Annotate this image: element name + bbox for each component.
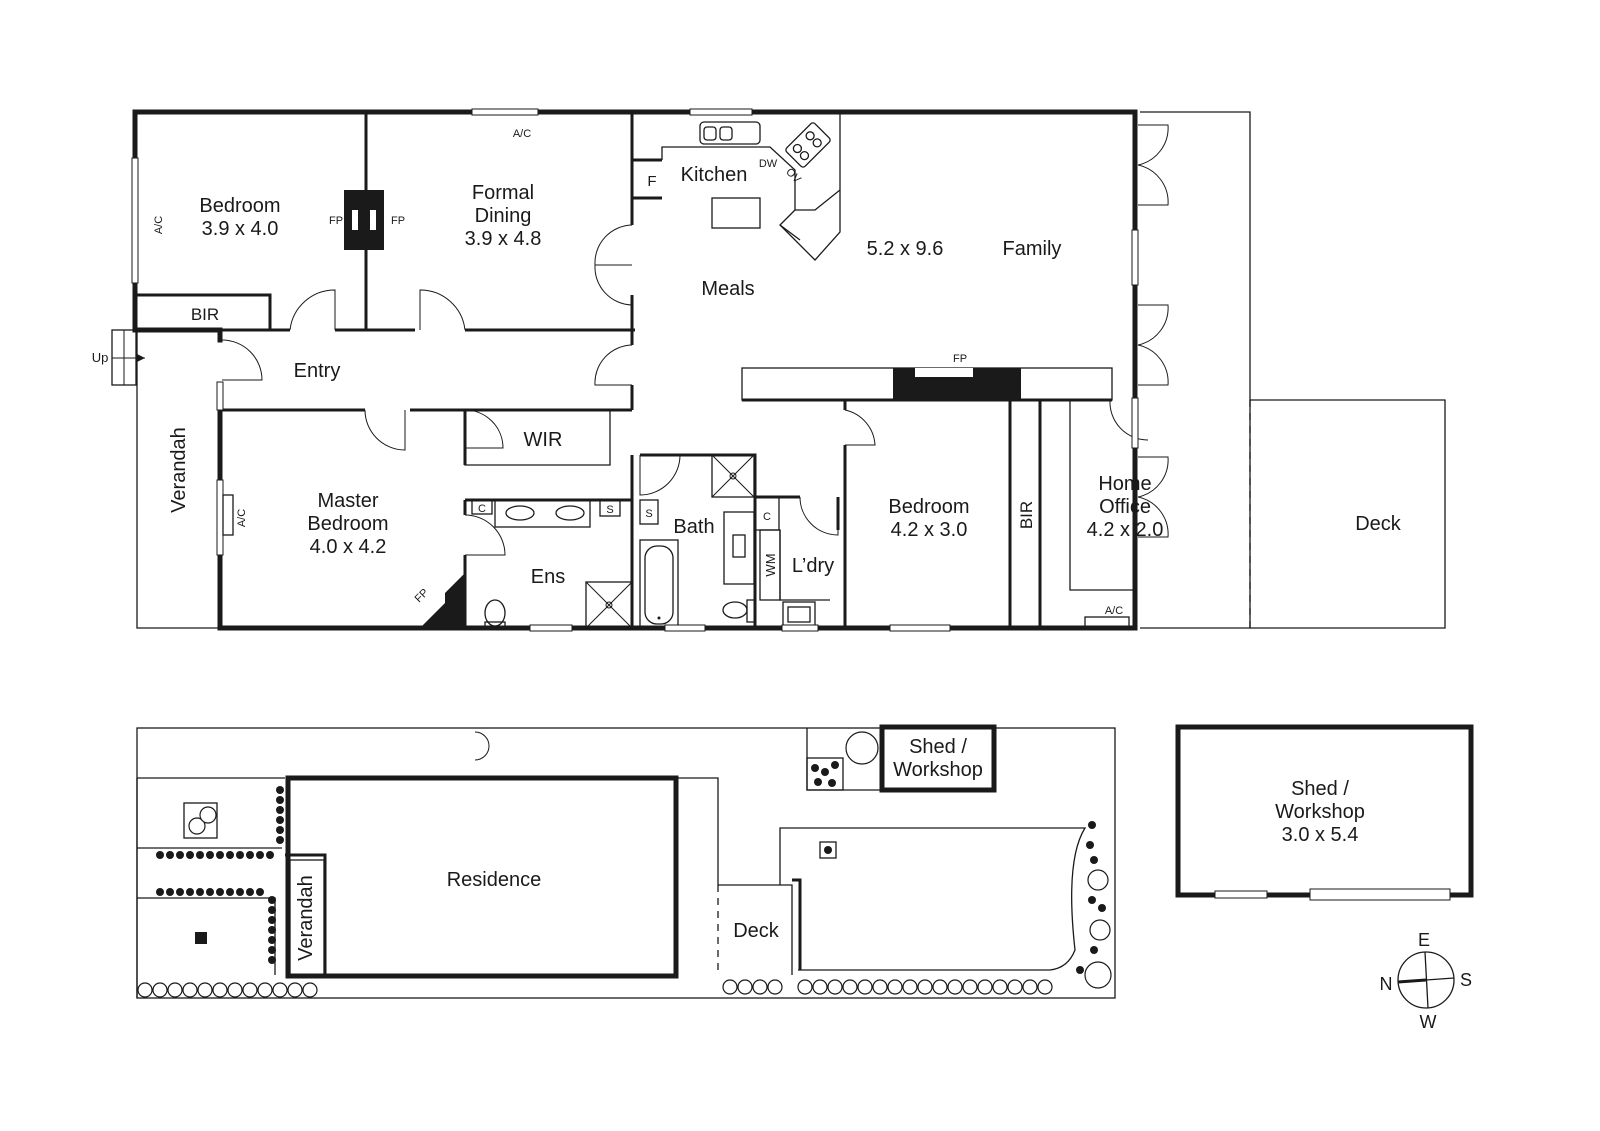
fridge-label: F: [647, 173, 656, 190]
bedroom-3-name: Bedroom: [888, 496, 969, 518]
entry-name: Entry: [294, 360, 341, 382]
shed-detail-name-2: Workshop: [1275, 801, 1365, 823]
verandah-name: Verandah: [168, 427, 190, 513]
site-residence-label: Residence: [447, 869, 542, 891]
main-floor-plan: [111, 108, 1446, 632]
stairs-up-label: Up: [92, 350, 109, 365]
tree-row-back: [722, 821, 1112, 995]
washing-machine-label: WM: [763, 553, 778, 576]
bir-2-name: BIR: [1017, 501, 1036, 529]
site-plan: [136, 724, 1116, 999]
master-name-2: Bedroom: [307, 513, 388, 535]
compass-icon: [1397, 951, 1455, 1009]
home-office-name-1: Home: [1098, 473, 1151, 495]
ac-label-master: A/C: [236, 509, 248, 527]
bath-name: Bath: [673, 516, 714, 538]
cupboard-label-ens: C: [478, 503, 486, 515]
kitchen-name: Kitchen: [681, 164, 748, 186]
shelf-label-ens: S: [606, 504, 613, 516]
meals-name: Meals: [701, 278, 754, 300]
fp-label-dining: FP: [391, 215, 405, 227]
fp-label-family: FP: [953, 353, 967, 365]
deck-name: Deck: [1355, 513, 1402, 535]
master-name-1: Master: [317, 490, 378, 512]
shed-detail-name-1: Shed /: [1291, 778, 1349, 800]
room-labels: Bedroom 3.9 x 4.0 Formal Dining 3.9 x 4.…: [92, 128, 1402, 617]
formal-dining-size: 3.9 x 4.8: [465, 228, 542, 250]
hedge-dots: [156, 786, 284, 964]
shelf-label-bath: S: [645, 508, 652, 520]
ac-label-office: A/C: [1105, 605, 1123, 617]
site-shed-label-1: Shed /: [909, 736, 967, 758]
site-deck-label: Deck: [733, 920, 780, 942]
fp-label-bedroom: FP: [329, 215, 343, 227]
ens-name: Ens: [531, 566, 565, 588]
compass-e: E: [1418, 930, 1430, 950]
ac-label-bedroom: A/C: [153, 216, 165, 234]
bir-1-name: BIR: [191, 305, 219, 324]
compass-w: W: [1420, 1012, 1437, 1032]
formal-dining-name-2: Dining: [475, 205, 532, 227]
master-size: 4.0 x 4.2: [310, 536, 387, 558]
site-shed-label-2: Workshop: [893, 759, 983, 781]
family-name: Family: [1003, 238, 1062, 260]
tree-row-front: [137, 982, 318, 998]
wir-name: WIR: [524, 429, 563, 451]
fp-label-master: FP: [413, 587, 431, 605]
bedroom-2-name: Bedroom: [199, 195, 280, 217]
laundry-name: L’dry: [792, 555, 834, 577]
shed-detail: [1175, 724, 1474, 901]
home-office-name-2: Office: [1099, 496, 1151, 518]
bedroom-3-size: 4.2 x 3.0: [891, 519, 968, 541]
compass-n: N: [1380, 974, 1393, 994]
dishwasher-label: DW: [759, 158, 778, 170]
formal-dining-name-1: Formal: [472, 182, 534, 204]
compass-s: S: [1460, 970, 1472, 990]
home-office-size: 4.2 x 2.0: [1087, 519, 1164, 541]
cupboard-label-laundry: C: [763, 511, 771, 523]
shed-detail-size: 3.0 x 5.4: [1282, 824, 1359, 846]
ac-label-dining: A/C: [513, 128, 531, 140]
site-verandah-label: Verandah: [295, 875, 317, 961]
oven-label: OV: [783, 166, 803, 186]
bedroom-2-size: 3.9 x 4.0: [202, 218, 279, 240]
family-size: 5.2 x 9.6: [867, 238, 944, 260]
